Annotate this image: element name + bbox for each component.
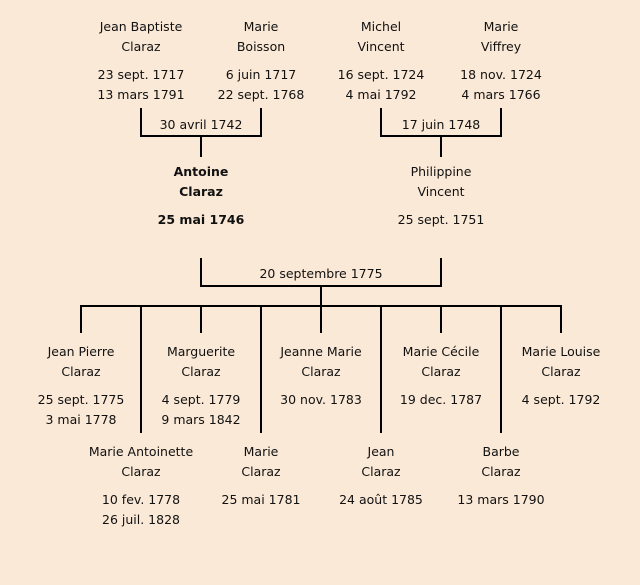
person-last-name: Viffrey xyxy=(480,39,522,54)
person-birth-date: 30 nov. 1783 xyxy=(280,392,362,407)
person-last-name: Claraz xyxy=(361,464,401,479)
connector-line xyxy=(140,306,142,433)
person-first-name: Jean Baptiste xyxy=(99,19,183,34)
person-death-date: 13 mars 1791 xyxy=(97,87,185,102)
connector-line xyxy=(320,286,322,306)
person-death-date: 3 mai 1778 xyxy=(45,412,117,427)
person-first-name: Marie xyxy=(243,19,279,34)
person-birth-date: 6 juin 1717 xyxy=(225,67,297,82)
person-first-name: Marie Louise xyxy=(521,344,601,359)
person-birth-date: 25 mai 1781 xyxy=(221,492,301,507)
connector-line xyxy=(500,108,502,137)
person-birth-date: 19 dec. 1787 xyxy=(399,392,483,407)
person-first-name: Marguerite xyxy=(166,344,236,359)
person-birth-date: 23 sept. 1717 xyxy=(97,67,185,82)
connector-line xyxy=(500,306,502,433)
connector-line xyxy=(440,258,442,287)
connector-line xyxy=(380,306,382,433)
connector-line xyxy=(200,136,202,157)
person-last-name: Claraz xyxy=(179,184,223,199)
person-death-date: 22 sept. 1768 xyxy=(217,87,305,102)
person-death-date: 4 mars 1766 xyxy=(461,87,541,102)
person-first-name: Marie xyxy=(483,19,519,34)
person-birth-date: 25 sept. 1775 xyxy=(37,392,125,407)
connector-line xyxy=(200,258,202,287)
person-first-name: Marie Antoinette xyxy=(88,444,194,459)
person-birth-date: 13 mars 1790 xyxy=(457,492,545,507)
person-death-date: 26 juil. 1828 xyxy=(102,512,180,527)
connector-line xyxy=(440,306,442,333)
person-last-name: Claraz xyxy=(241,464,281,479)
connector-line xyxy=(380,108,382,137)
person-last-name: Vincent xyxy=(417,184,465,199)
connector-line xyxy=(260,108,262,137)
connector-line xyxy=(560,306,562,333)
person-birth-date: 18 nov. 1724 xyxy=(460,67,542,82)
person-birth-date: 25 mai 1746 xyxy=(157,212,245,227)
connector-line xyxy=(200,306,202,333)
connector-line xyxy=(80,306,82,333)
person-first-name: Barbe xyxy=(482,444,520,459)
person-birth-date: 24 août 1785 xyxy=(339,492,423,507)
connector-line xyxy=(320,306,322,333)
person-first-name: Philippine xyxy=(410,164,472,179)
person-last-name: Claraz xyxy=(181,364,221,379)
person-first-name: Michel xyxy=(360,19,402,34)
person-last-name: Claraz xyxy=(481,464,521,479)
person-last-name: Claraz xyxy=(121,464,161,479)
person-birth-date: 16 sept. 1724 xyxy=(337,67,425,82)
person-last-name: Boisson xyxy=(236,39,286,54)
connector-line xyxy=(440,136,442,157)
person-death-date: 9 mars 1842 xyxy=(161,412,241,427)
person-last-name: Vincent xyxy=(357,39,405,54)
connector-line xyxy=(260,306,262,433)
person-first-name: Marie Cécile xyxy=(402,344,480,359)
person-birth-date: 4 sept. 1779 xyxy=(161,392,241,407)
person-first-name: Jean Pierre xyxy=(47,344,115,359)
connector-line xyxy=(140,108,142,137)
person-birth-date: 25 sept. 1751 xyxy=(397,212,485,227)
person-last-name: Claraz xyxy=(301,364,341,379)
person-first-name: Marie xyxy=(243,444,279,459)
person-last-name: Claraz xyxy=(541,364,581,379)
marriage-date: 30 avril 1742 xyxy=(159,117,243,132)
person-first-name: Jeanne Marie xyxy=(280,344,362,359)
person-death-date: 4 mai 1792 xyxy=(345,87,417,102)
person-birth-date: 10 fev. 1778 xyxy=(101,492,181,507)
marriage-date: 20 septembre 1775 xyxy=(259,266,383,281)
person-last-name: Claraz xyxy=(421,364,461,379)
person-last-name: Claraz xyxy=(61,364,101,379)
marriage-date: 17 juin 1748 xyxy=(401,117,481,132)
person-birth-date: 4 sept. 1792 xyxy=(521,392,601,407)
person-first-name: Jean xyxy=(367,444,395,459)
person-first-name: Antoine xyxy=(173,164,229,179)
person-last-name: Claraz xyxy=(121,39,161,54)
